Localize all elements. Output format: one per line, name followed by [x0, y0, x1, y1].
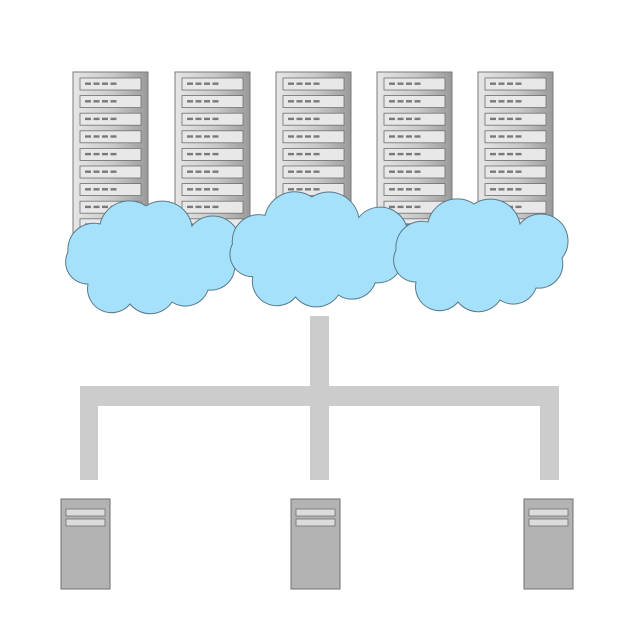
client-servers [60, 498, 574, 590]
server-rack-icon [174, 71, 251, 237]
drive-bay [295, 518, 336, 527]
cloud-icon [229, 191, 409, 308]
connector-drop [80, 386, 98, 480]
connector-drop [540, 386, 559, 480]
connector-drop [310, 386, 329, 480]
cloud-icon [65, 200, 241, 315]
tower-server-icon [290, 498, 341, 590]
drive-bay [65, 518, 106, 527]
tower-server-icon [523, 498, 574, 590]
drive-bay [295, 508, 336, 517]
drive-bay [65, 508, 106, 517]
network-connector [80, 316, 559, 480]
cloud-group [65, 191, 569, 315]
drive-bay [528, 508, 569, 517]
tower-server-icon [60, 498, 111, 590]
server-rack-icon [72, 71, 149, 237]
drive-bay [528, 518, 569, 527]
cloud-icon [393, 198, 569, 313]
connector-stem [310, 316, 329, 388]
